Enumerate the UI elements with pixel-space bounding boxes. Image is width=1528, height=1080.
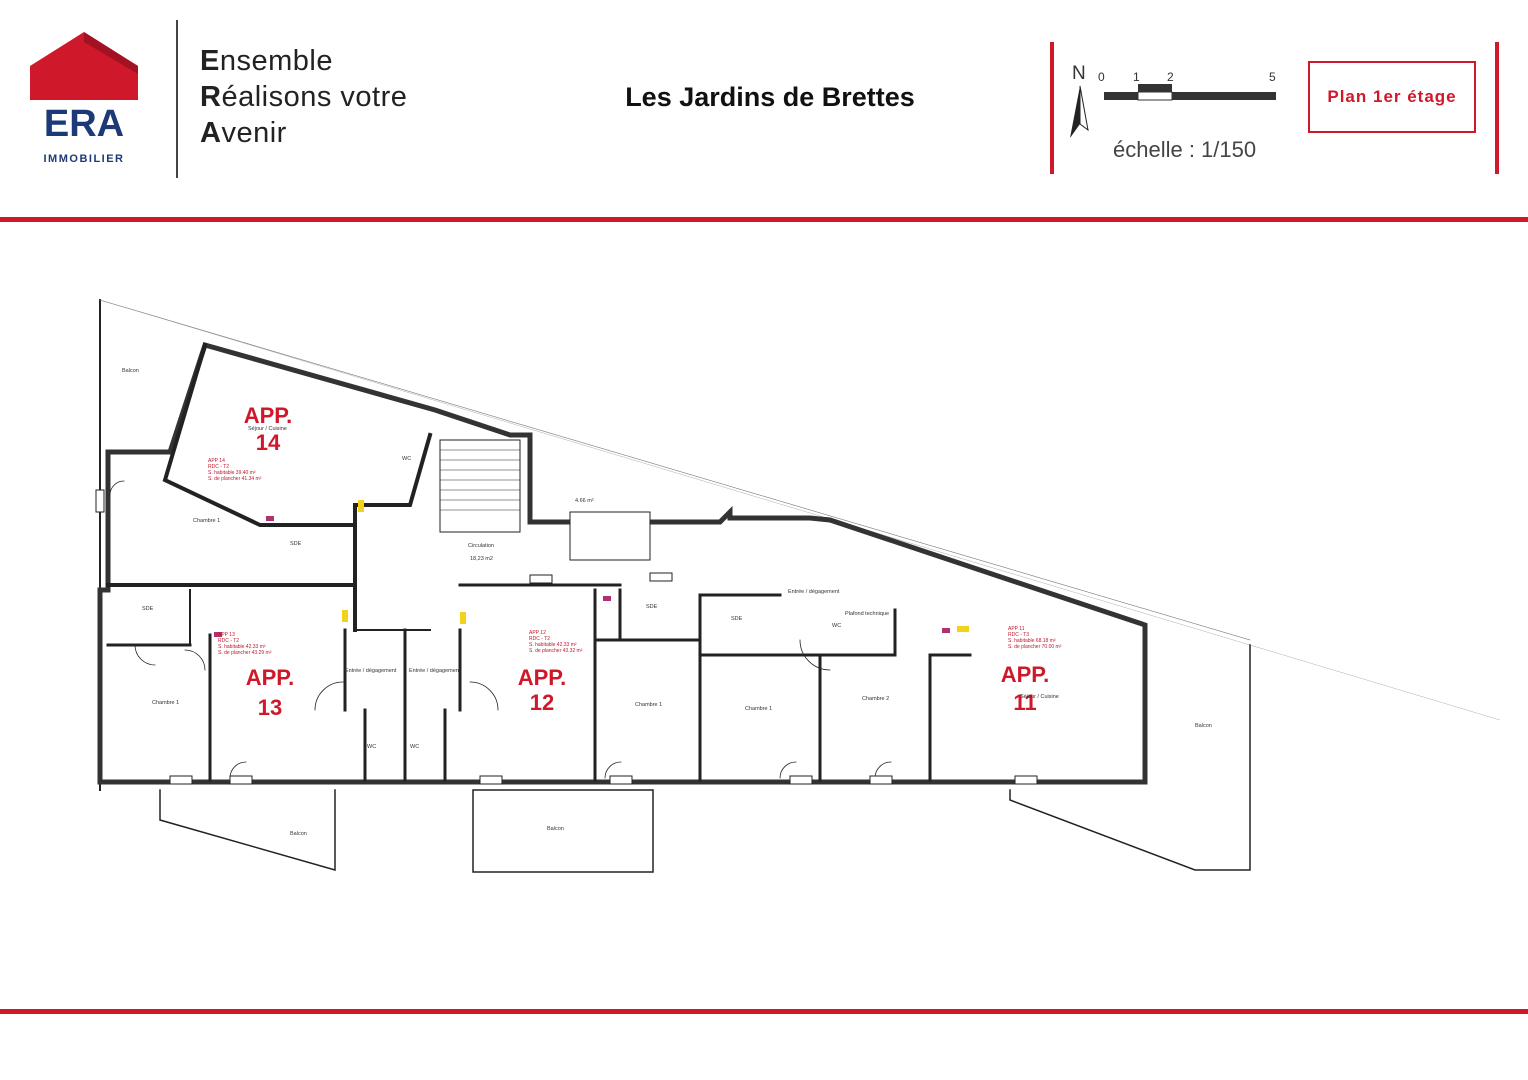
north-letter: N bbox=[1072, 63, 1086, 84]
apt-12-label-2: 12 bbox=[530, 690, 554, 715]
info-app-12: APP 12 RDC - T2 S. habitable 42.33 m² S.… bbox=[529, 630, 583, 654]
scale-tick-1: 1 bbox=[1133, 70, 1140, 84]
balcon-12: Balcon bbox=[547, 826, 564, 832]
svg-text:RDC - T2: RDC - T2 bbox=[208, 464, 229, 470]
svg-text:S. de plancher 43.29 m²: S. de plancher 43.29 m² bbox=[218, 650, 272, 656]
info-app-11: APP 11 RDC - T3 S. habitable 68.18 m² S.… bbox=[1008, 626, 1062, 650]
svg-text:RDC - T3: RDC - T3 bbox=[1008, 632, 1029, 638]
apt-11-label-2: 11 bbox=[1013, 690, 1036, 715]
room-sde-13: SDE bbox=[142, 606, 154, 612]
tagline-line-1: Ensemble bbox=[200, 45, 333, 77]
project-title: Les Jardins de Brettes bbox=[625, 82, 915, 112]
room-entree-13: Entrée / dégagement bbox=[345, 668, 397, 674]
apt-14-label-2: 14 bbox=[256, 430, 281, 455]
apt-12-label-1: APP. bbox=[518, 665, 567, 690]
info-app-14: APP 14 RDC - T2 S. habitable 39.40 m² S.… bbox=[208, 458, 262, 482]
svg-text:S. habitable 68.18 m²: S. habitable 68.18 m² bbox=[1008, 638, 1056, 644]
scale-left-bar bbox=[1050, 42, 1054, 174]
room-chambre-13: Chambre 1 bbox=[152, 700, 179, 706]
svg-text:S. de plancher 43.32 m²: S. de plancher 43.32 m² bbox=[529, 648, 583, 654]
room-sde-11: SDE bbox=[731, 616, 743, 622]
svg-text:S. de plancher 41.34 m²: S. de plancher 41.34 m² bbox=[208, 476, 262, 482]
plan-label: Plan 1er étage bbox=[1327, 87, 1457, 106]
svg-text:S. de plancher 70.00 m²: S. de plancher 70.00 m² bbox=[1008, 644, 1062, 650]
header-divider bbox=[176, 20, 178, 178]
header-rule bbox=[0, 217, 1528, 222]
svg-text:S. habitable 39.40 m²: S. habitable 39.40 m² bbox=[208, 470, 256, 476]
svg-text:RDC - T2: RDC - T2 bbox=[218, 638, 239, 644]
svg-text:APP 12: APP 12 bbox=[529, 630, 546, 636]
room-plafond: Plafond technique bbox=[845, 611, 889, 617]
svg-text:RDC - T2: RDC - T2 bbox=[529, 636, 550, 642]
scale-tick-5: 5 bbox=[1269, 70, 1276, 84]
era-logo: ERA IMMOBILIER bbox=[30, 32, 138, 165]
svg-text:IMMOBILIER: IMMOBILIER bbox=[44, 153, 125, 165]
scale-right-bar bbox=[1495, 42, 1499, 174]
svg-text:APP 13: APP 13 bbox=[218, 632, 235, 638]
room-sejour-14: Séjour / Cuisine bbox=[248, 426, 287, 432]
floor-plan: APP. 14 APP. 13 APP. 12 APP. 11 Séjour /… bbox=[95, 299, 1501, 873]
room-sde-14: SDE bbox=[290, 541, 302, 547]
svg-text:S. habitable 42.33 m²: S. habitable 42.33 m² bbox=[218, 644, 266, 650]
room-circulation-area: 18,23 m2 bbox=[470, 556, 493, 562]
room-wc-14: WC bbox=[402, 456, 411, 462]
apt-14-label-1: APP. bbox=[244, 403, 293, 428]
room-sde-12: SDE bbox=[646, 604, 658, 610]
balcon-13: Balcon bbox=[290, 831, 307, 837]
tagline-line-3: Avenir bbox=[200, 117, 287, 149]
svg-text:S. habitable 42.33 m²: S. habitable 42.33 m² bbox=[529, 642, 577, 648]
room-wc-13: WC bbox=[367, 744, 376, 750]
scale-label: échelle : 1/150 bbox=[1113, 137, 1257, 162]
svg-text:APP 14: APP 14 bbox=[208, 458, 225, 464]
room-chambre2-11: Chambre 2 bbox=[862, 696, 889, 702]
room-wc-11: WC bbox=[832, 623, 841, 629]
plan-label-box: Plan 1er étage bbox=[1308, 61, 1476, 133]
balcon-14: Balcon bbox=[122, 368, 139, 374]
room-chambre-14: Chambre 1 bbox=[193, 518, 220, 524]
tagline-line-2: Réalisons votre bbox=[200, 81, 408, 113]
apt-13-label-2: 13 bbox=[258, 695, 282, 720]
north-arrow-icon bbox=[1070, 85, 1089, 138]
room-entree-11: Entrée / dégagement bbox=[788, 589, 840, 595]
svg-text:APP 11: APP 11 bbox=[1008, 626, 1025, 632]
svg-text:ERA: ERA bbox=[44, 103, 124, 145]
room-wc-12: WC bbox=[410, 744, 419, 750]
room-sejour-11: Séjour / Cuisine bbox=[1020, 694, 1059, 700]
apt-13-label-1: APP. bbox=[246, 665, 295, 690]
scale-tick-2: 2 bbox=[1167, 70, 1174, 84]
scale-bar bbox=[1104, 84, 1276, 101]
room-chambre1-11: Chambre 1 bbox=[745, 706, 772, 712]
area-small: 4.66 m² bbox=[575, 498, 594, 504]
room-entree-12: Entrée / dégagement bbox=[409, 668, 461, 674]
room-circulation: Circulation bbox=[468, 543, 494, 549]
footer-rule bbox=[0, 1009, 1528, 1014]
apt-11-label-1: APP. bbox=[1001, 662, 1050, 687]
balcon-11: Balcon bbox=[1195, 723, 1212, 729]
info-app-13: APP 13 RDC - T2 S. habitable 42.33 m² S.… bbox=[218, 632, 272, 656]
room-chambre-12: Chambre 1 bbox=[635, 702, 662, 708]
scale-tick-0: 0 bbox=[1098, 70, 1105, 84]
